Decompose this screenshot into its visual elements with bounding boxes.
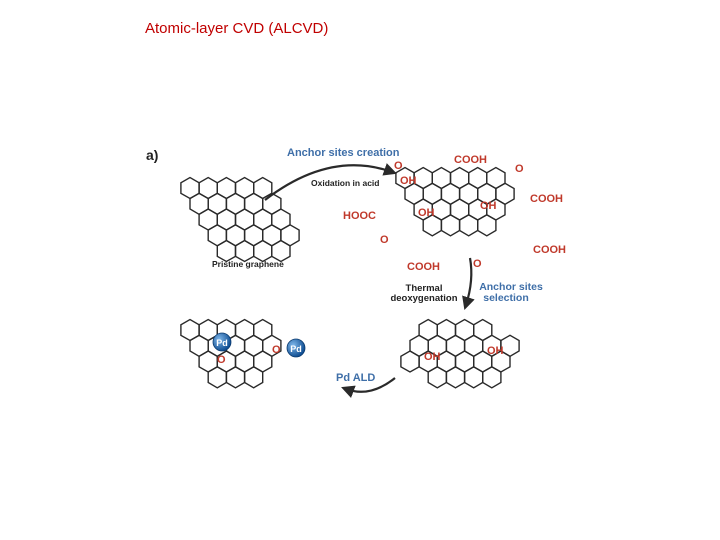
thermal-label: Thermal xyxy=(406,283,443,294)
pd-graphene-ring xyxy=(207,365,228,389)
group-o-topright: O xyxy=(515,163,524,175)
pd-label-a: Pd xyxy=(216,338,228,348)
deoxygenation-label: deoxygenation xyxy=(390,293,457,304)
pd-graphene-ring xyxy=(225,365,246,389)
group-o-top: O xyxy=(394,160,403,172)
selected-graphene-ring xyxy=(445,365,466,389)
group-cooh-bottom: COOH xyxy=(407,261,440,273)
pristine-graphene-label: Pristine graphene xyxy=(212,259,284,269)
selection-label: selection xyxy=(483,292,529,304)
oxidation-label: Oxidation in acid xyxy=(311,178,379,188)
group-oh-b: OH xyxy=(418,207,435,219)
anchor-creation-label: Anchor sites creation xyxy=(287,147,400,159)
selected-graphene-ring xyxy=(482,365,502,389)
group-cooh-top: COOH xyxy=(454,154,487,166)
anchor-selection-label: Anchor sites xyxy=(479,281,543,293)
oxidized-graphene-ring xyxy=(440,213,461,237)
selected-graphene-ring xyxy=(463,365,484,389)
pd-ald-label: Pd ALD xyxy=(336,372,375,384)
group-o-pd-a: O xyxy=(217,354,226,366)
group-hooc-left: HOOC xyxy=(343,210,376,222)
hex-sheets xyxy=(180,166,520,389)
group-cooh-lowright: COOH xyxy=(533,244,566,256)
oxidized-graphene-ring xyxy=(477,213,497,237)
pristine-graphene-ring xyxy=(271,239,291,263)
group-oh-selected-b: OH xyxy=(487,345,504,357)
group-oh-selected-a: OH xyxy=(424,351,441,363)
pd-label-b: Pd xyxy=(290,344,302,354)
pd-graphene-ring xyxy=(243,365,264,389)
group-o-left: O xyxy=(380,234,389,246)
group-oh-c: OH xyxy=(480,200,497,212)
pd-ald-arrow xyxy=(341,377,396,398)
selected-graphene-ring xyxy=(400,350,420,373)
panel-label: a) xyxy=(146,147,158,163)
deoxygenation-arrow xyxy=(462,257,475,311)
selected-graphene-ring xyxy=(427,365,448,389)
pd-atom: Pd xyxy=(286,338,306,358)
group-oh-a: OH xyxy=(400,175,417,187)
oxidized-graphene-ring xyxy=(458,213,479,237)
oxidation-arrow xyxy=(264,163,397,201)
pd-atom: Pd xyxy=(212,332,232,352)
group-o-pd-b: O xyxy=(272,344,281,356)
group-cooh-right: COOH xyxy=(530,193,563,205)
group-o-bottom: O xyxy=(473,258,482,270)
slide-title: Atomic-layer CVD (ALCVD) xyxy=(145,20,329,37)
